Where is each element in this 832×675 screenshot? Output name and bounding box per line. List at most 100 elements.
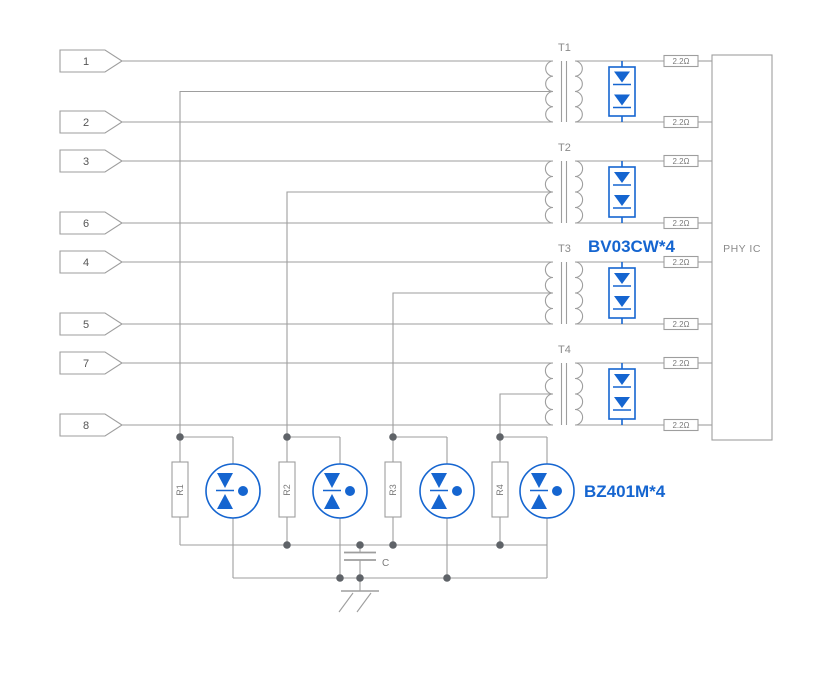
center-tap-t1	[179, 90, 553, 437]
series-resistor	[663, 356, 699, 370]
pin-label: 7	[83, 358, 89, 370]
resistor-value: 2.2Ω	[672, 57, 689, 66]
resistor-body	[171, 461, 189, 518]
junction-dot	[356, 541, 364, 549]
termination-resistor-r2: R2	[278, 461, 296, 518]
ground-hatch	[356, 592, 372, 613]
annotation-diode-array: BV03CW*4	[588, 237, 675, 256]
pin-shape	[59, 211, 124, 235]
center-tap-t2	[286, 191, 553, 437]
pin-tag-4: 4	[59, 250, 124, 274]
tvs-diode-2	[312, 463, 368, 519]
transformer-4: T4	[544, 344, 584, 426]
junction-dot	[176, 433, 184, 441]
diode-icon	[614, 374, 630, 385]
pin-tag-5: 5	[59, 312, 124, 336]
tvs-triangle-icon	[531, 494, 547, 509]
center-tap-t3	[392, 292, 553, 437]
resistor-body	[384, 461, 402, 518]
resistor-value: 2.2Ω	[672, 219, 689, 228]
secondary-coil	[574, 60, 583, 123]
diode-icon	[614, 94, 630, 106]
diode-icon	[614, 71, 630, 83]
series-resistor	[663, 418, 699, 432]
pin-label: 5	[83, 319, 89, 331]
tvs-diode-4	[519, 463, 575, 519]
transformer-2: T2	[544, 142, 584, 224]
tvs-dot-icon	[452, 486, 462, 496]
transformer-label: T2	[558, 142, 571, 154]
tvs-triangle-icon	[324, 473, 340, 488]
series-resistor	[663, 115, 699, 129]
capacitor-label: C	[382, 558, 389, 569]
resistor-label: R1	[175, 484, 185, 496]
diode-icon	[614, 397, 630, 408]
resistor-label: R4	[495, 484, 505, 496]
pin-label: 8	[83, 420, 89, 432]
pin-tag-7: 7	[59, 351, 124, 375]
junction-dot	[496, 541, 504, 549]
junction-dot	[389, 541, 397, 549]
center-tap-wires	[179, 90, 553, 437]
tvs-triangle-icon	[431, 473, 447, 488]
resistor-label: R3	[388, 484, 398, 496]
pin-label: 1	[83, 56, 89, 68]
pin-shape	[59, 413, 124, 437]
phy-ic-box	[711, 54, 773, 441]
center-tap-t4	[499, 393, 553, 437]
resistor-value: 2.2Ω	[672, 118, 689, 127]
transformer-label: T4	[558, 344, 571, 356]
diode-array-2	[608, 161, 636, 223]
phy-ic-label: PHY IC	[723, 243, 761, 255]
termination-resistor-r3: R3	[384, 461, 402, 518]
pin-label: 6	[83, 218, 89, 230]
resistor-value: 2.2Ω	[672, 359, 689, 368]
pin-tag-2: 2	[59, 110, 124, 134]
series-resistor	[663, 216, 699, 230]
input-pins: 1 2 3 6 4 5 7 8	[59, 49, 124, 437]
tvs-triangle-icon	[431, 494, 447, 509]
resistor-value: 2.2Ω	[672, 157, 689, 166]
ground-hatch	[338, 592, 354, 613]
annotation-tvs-array: BZ401M*4	[584, 482, 666, 501]
diode-array-4	[608, 363, 636, 425]
pin-tag-8: 8	[59, 413, 124, 437]
primary-coil	[544, 160, 554, 224]
pin-shape	[59, 149, 124, 173]
termination-resistor-r1: R1	[171, 461, 189, 518]
ground-symbol	[338, 578, 379, 613]
pin-tag-1: 1	[59, 49, 124, 73]
tvs-dot-icon	[345, 486, 355, 496]
junction-dot	[389, 433, 397, 441]
junction-dots	[176, 433, 504, 582]
resistor-value: 2.2Ω	[672, 320, 689, 329]
secondary-wires	[575, 60, 712, 426]
tvs-triangle-icon	[217, 473, 233, 488]
pin-shape	[59, 351, 124, 375]
tvs-dot-icon	[552, 486, 562, 496]
transformer-label: T3	[558, 243, 571, 255]
pin-shape	[59, 250, 124, 274]
tvs-diode-1	[205, 463, 261, 519]
junction-dot	[443, 574, 451, 582]
primary-coil	[545, 60, 554, 123]
pin-shape	[59, 49, 124, 73]
pin-label: 3	[83, 156, 89, 168]
primary-coil	[544, 261, 554, 325]
primary-coil	[544, 362, 554, 426]
phy-ic: PHY IC	[711, 54, 773, 441]
termination-resistor-r4: R4	[491, 461, 509, 518]
resistor-body	[278, 461, 296, 518]
junction-dot	[283, 541, 291, 549]
junction-dot	[356, 574, 364, 582]
pin-label: 2	[83, 117, 89, 129]
secondary-coil	[574, 362, 584, 426]
tvs-triangle-icon	[217, 494, 233, 509]
tvs-triangle-icon	[324, 494, 340, 509]
diode-icon	[614, 296, 630, 307]
diode-array-3	[608, 262, 636, 324]
junction-dot	[496, 433, 504, 441]
tvs-dot-icon	[238, 486, 248, 496]
